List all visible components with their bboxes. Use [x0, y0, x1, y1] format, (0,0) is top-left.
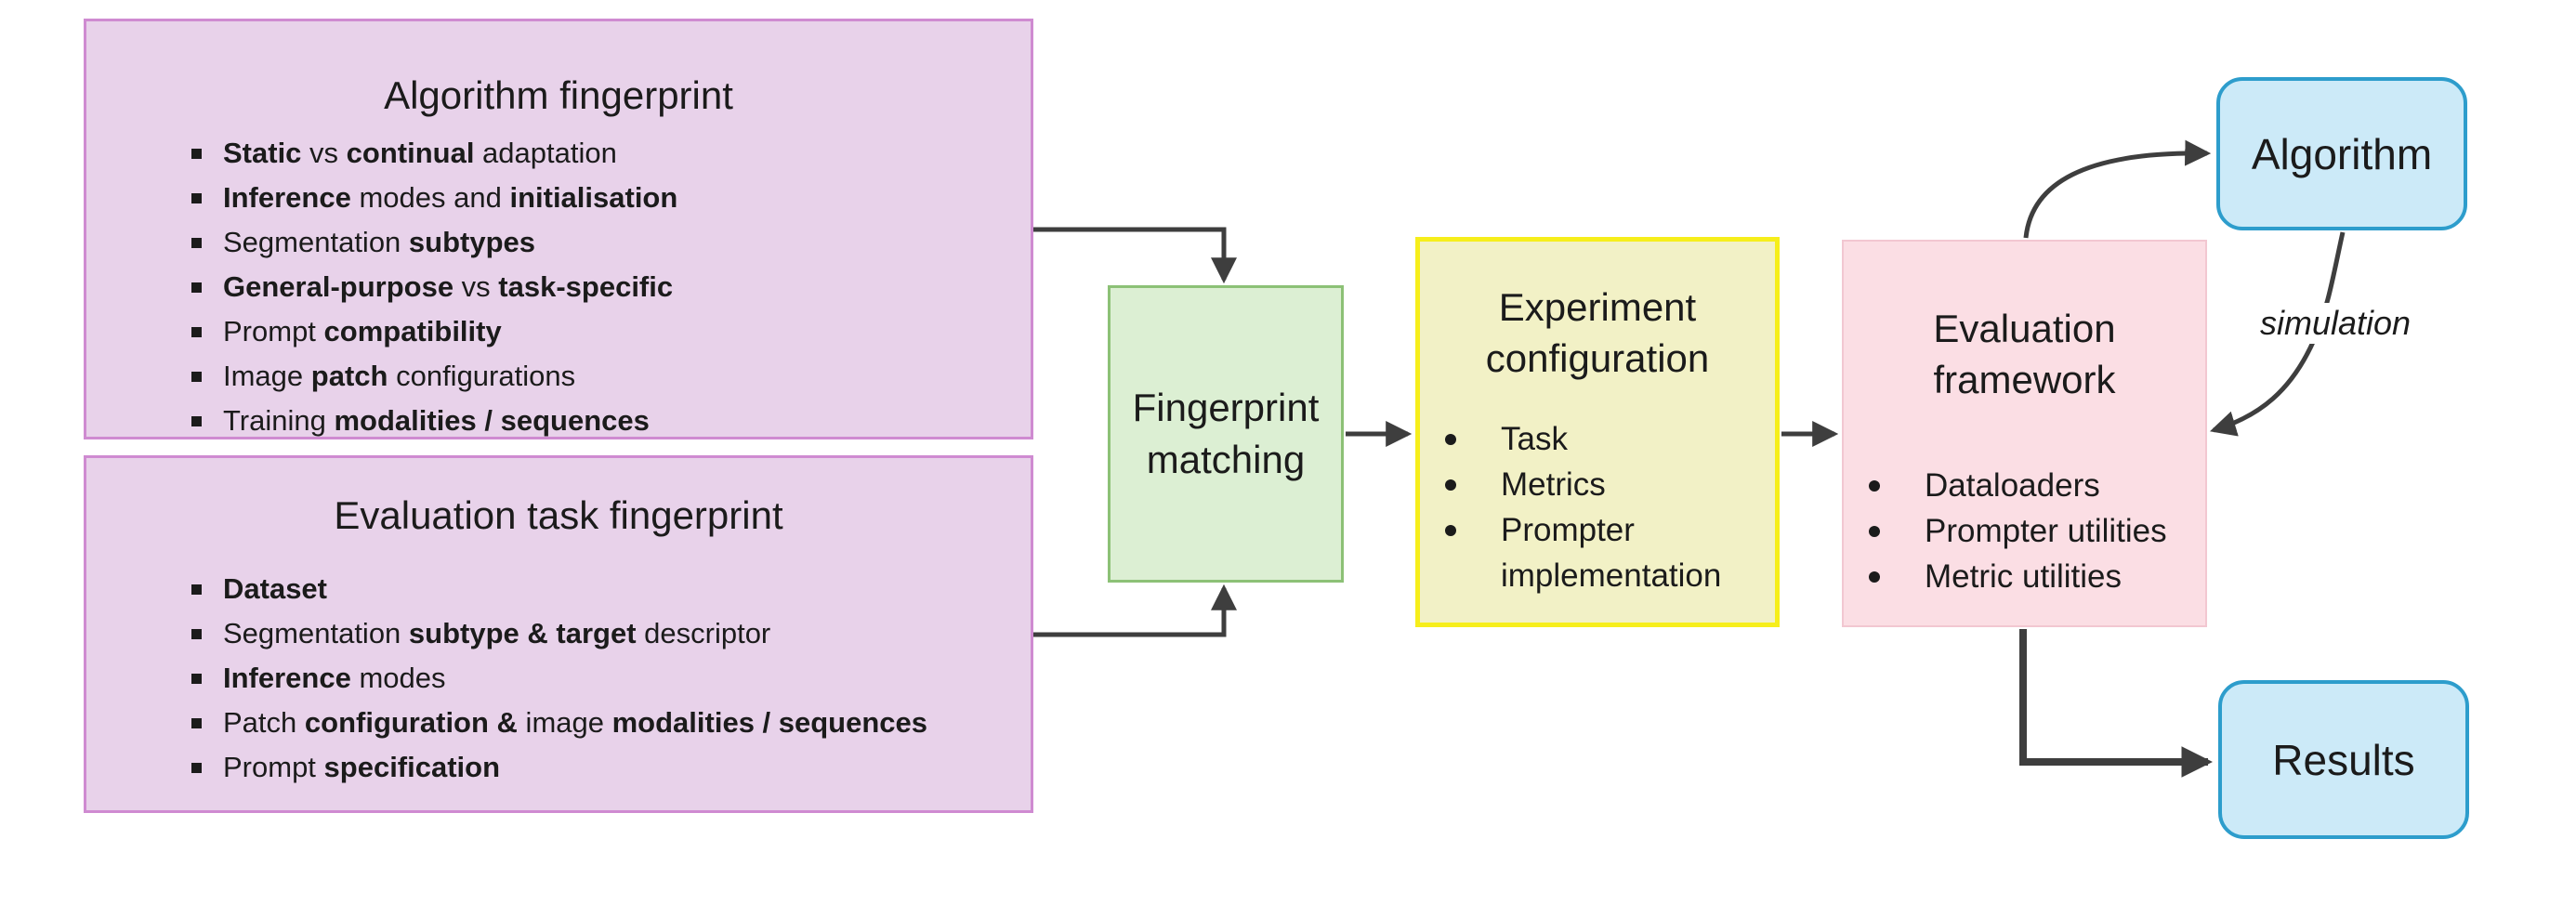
bullet-text: Static vs continual adaptation	[223, 137, 617, 169]
list-item: Dataloaders	[1844, 463, 2198, 508]
simulation-label: simulation	[2235, 303, 2436, 344]
fingerprint-matching-label: Fingerprint matching	[1111, 288, 1341, 580]
fingerprint-matching-box: Fingerprint matching	[1108, 285, 1344, 583]
bullet-text: Metric utilities	[1925, 558, 2122, 595]
results-box: Results	[2218, 680, 2469, 839]
bullet-square-icon	[191, 193, 202, 203]
experiment-configuration-box: Experiment configuration Task Metrics Pr…	[1415, 237, 1780, 627]
bullet-text: Dataset	[223, 572, 327, 605]
results-label: Results	[2272, 735, 2415, 784]
algorithm-label: Algorithm	[2251, 129, 2433, 178]
experiment-configuration-title: Experiment configuration	[1420, 282, 1775, 384]
arrow-task-fp-to-matching	[1033, 584, 1237, 637]
bullet-text: Inference modes	[223, 662, 446, 694]
bullet-dot-icon	[1869, 526, 1880, 537]
list-item: Image patch configurations	[191, 354, 677, 399]
bullet-square-icon	[191, 238, 202, 248]
bullet-square-icon	[191, 718, 202, 728]
algorithm-fingerprint-list: Static vs continual adaptation Inference…	[191, 131, 677, 443]
evaluation-framework-title: Evaluation framework	[1844, 303, 2205, 405]
evaluation-task-fingerprint-list: Dataset Segmentation subtype & target de…	[191, 567, 927, 790]
list-item: Prompter utilities	[1844, 508, 2198, 554]
list-item: Training modalities / sequences	[191, 399, 677, 443]
label-line: matching	[1146, 438, 1306, 481]
title-line: configuration	[1485, 336, 1710, 380]
bullet-text: Prompt compatibility	[223, 315, 502, 348]
bullet-text: Segmentation subtypes	[223, 226, 536, 258]
bullet-text: Inference modes and initialisation	[223, 181, 678, 214]
list-item: Task	[1420, 416, 1768, 462]
bullet-square-icon	[191, 584, 202, 595]
bullet-text: Segmentation subtype & target descriptor	[223, 617, 771, 649]
bullet-square-icon	[191, 763, 202, 773]
list-item: Segmentation subtype & target descriptor	[191, 611, 927, 656]
arrow-framework-to-algorithm	[2023, 139, 2212, 239]
title-line: Evaluation	[1933, 307, 2116, 350]
bullet-dot-icon	[1445, 479, 1456, 491]
list-item: Metric utilities	[1844, 554, 2198, 599]
bullet-dot-icon	[1869, 571, 1880, 583]
evaluation-framework-box: Evaluation framework Dataloaders Prompte…	[1842, 240, 2207, 627]
list-item: Static vs continual adaptation	[191, 131, 677, 176]
list-item: Segmentation subtypes	[191, 220, 677, 265]
bullet-square-icon	[191, 416, 202, 426]
algorithm-box: Algorithm	[2216, 77, 2467, 230]
bullet-square-icon	[191, 674, 202, 684]
experiment-configuration-list: Task Metrics Prompter implementation	[1420, 416, 1768, 598]
bullet-text: Metrics	[1501, 466, 1606, 503]
bullet-square-icon	[191, 372, 202, 382]
bullet-square-icon	[191, 629, 202, 639]
list-item: General-purpose vs task-specific	[191, 265, 677, 309]
bullet-text: General-purpose vs task-specific	[223, 270, 674, 303]
evaluation-framework-list: Dataloaders Prompter utilities Metric ut…	[1844, 463, 2198, 599]
bullet-square-icon	[191, 282, 202, 293]
bullet-text: Patch configuration & image modalities /…	[223, 706, 928, 739]
title-line: framework	[1933, 358, 2116, 401]
list-item: Dataset	[191, 567, 927, 611]
algorithm-fingerprint-box: Algorithm fingerprint Static vs continua…	[84, 19, 1033, 439]
list-item: Patch configuration & image modalities /…	[191, 701, 927, 745]
bullet-text: Prompt specification	[223, 751, 501, 783]
bullet-dot-icon	[1445, 434, 1456, 445]
bullet-text: Dataloaders	[1925, 467, 2100, 504]
bullet-text: Task	[1501, 421, 1568, 457]
list-item: Metrics	[1420, 462, 1768, 507]
evaluation-task-fingerprint-title: Evaluation task fingerprint	[334, 493, 783, 537]
evaluation-task-fingerprint-box: Evaluation task fingerprint Dataset Segm…	[84, 455, 1033, 813]
bullet-text: Training modalities / sequences	[223, 404, 650, 437]
algorithm-fingerprint-title: Algorithm fingerprint	[384, 73, 733, 117]
bullet-dot-icon	[1445, 525, 1456, 536]
bullet-text: Image patch configurations	[223, 360, 576, 392]
label-line: Fingerprint	[1132, 386, 1320, 429]
arrow-algorithm-fp-to-matching	[1033, 227, 1237, 284]
bullet-text: Prompter implementation	[1501, 512, 1722, 594]
list-item: Prompt specification	[191, 745, 927, 790]
title-line: Experiment	[1498, 285, 1697, 329]
list-item: Prompter implementation	[1420, 507, 1768, 598]
bullet-text: Prompter utilities	[1925, 513, 2167, 549]
bullet-dot-icon	[1869, 480, 1880, 492]
bullet-square-icon	[191, 327, 202, 337]
arrow-framework-to-results	[2019, 629, 2214, 778]
list-item: Prompt compatibility	[191, 309, 677, 354]
list-item: Inference modes and initialisation	[191, 176, 677, 220]
bullet-square-icon	[191, 149, 202, 159]
list-item: Inference modes	[191, 656, 927, 701]
